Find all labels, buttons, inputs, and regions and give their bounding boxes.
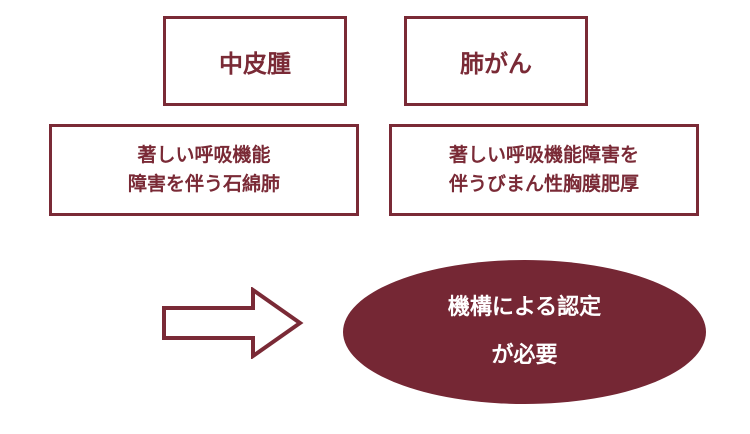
mesothelioma-label: 中皮腫: [219, 49, 291, 78]
asbestosis-box: 著しい呼吸機能 障害を伴う石綿肺: [49, 124, 359, 216]
pleural-line-2: 伴うびまん性胸膜肥厚: [448, 173, 639, 195]
certification-ellipse: 機構による認定 が必要: [343, 260, 706, 404]
right-arrow-icon: [162, 287, 304, 359]
lung-cancer-box: 肺がん: [404, 16, 588, 106]
mesothelioma-box: 中皮腫: [163, 16, 347, 106]
conclusion-line-2: が必要: [491, 343, 558, 368]
asbestosis-line-2: 障害を伴う石綿肺: [127, 173, 280, 195]
asbestosis-line-1: 著しい呼吸機能: [137, 143, 271, 166]
conclusion-line-1: 機構による認定: [447, 295, 602, 320]
pleural-thickening-box: 著しい呼吸機能障害を 伴うびまん性胸膜肥厚: [389, 124, 699, 216]
pleural-line-1: 著しい呼吸機能障害を: [448, 143, 639, 166]
lung-cancer-label: 肺がん: [460, 49, 532, 78]
